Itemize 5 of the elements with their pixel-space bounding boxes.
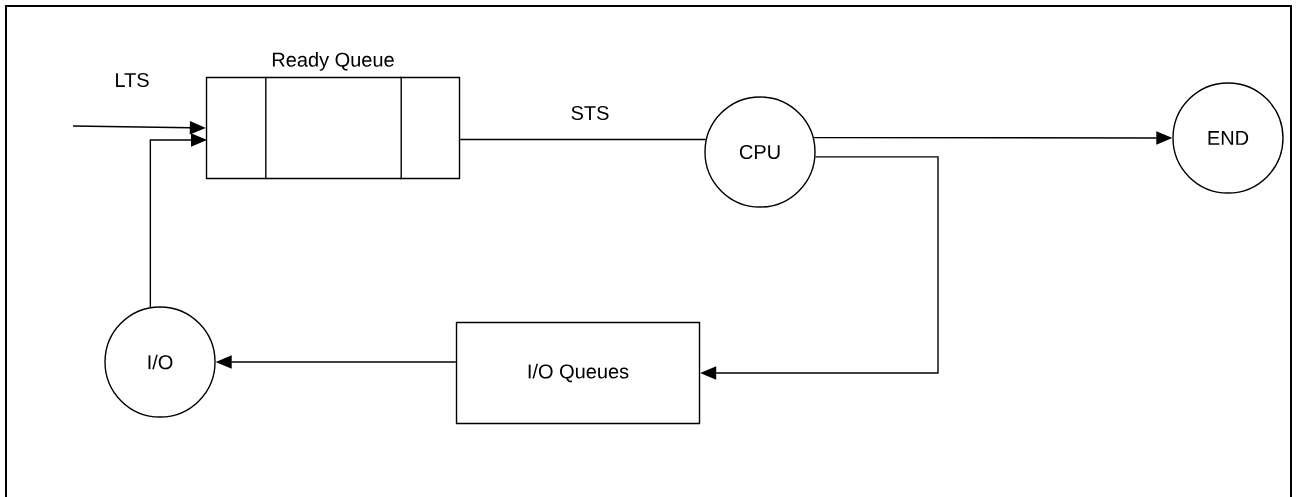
queue-box: Ready Queue: [205, 52, 461, 180]
edge-label: STS: [569, 104, 611, 122]
process-box: I/O Queues: [455, 321, 701, 425]
edge-label: LTS: [113, 71, 151, 89]
node-label: Ready Queue: [272, 52, 394, 71]
